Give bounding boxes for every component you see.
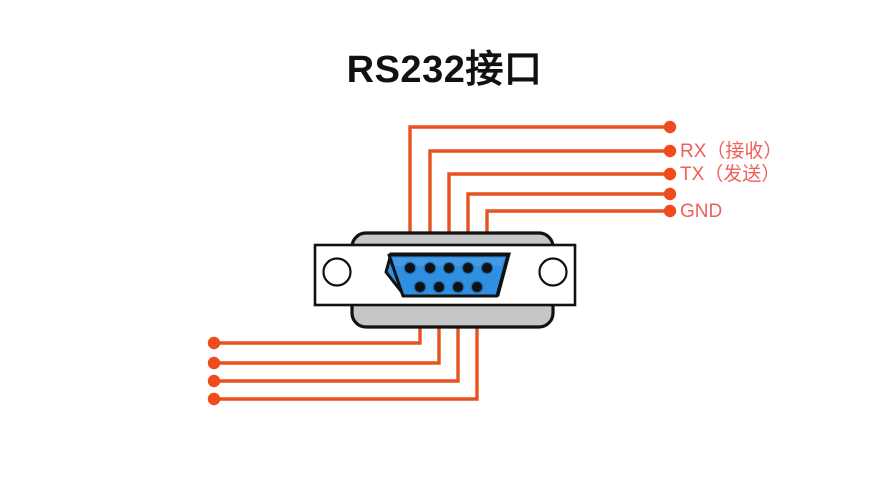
top-pin-2 [424,262,436,274]
mounting-hole-right [538,257,568,287]
endpoint-dot-right-2 [663,144,677,158]
endpoint-dot-left-4 [207,392,221,406]
bottom-pin-row [413,280,484,294]
bottom-pin-2 [433,281,445,293]
left-endpoint-dot-group [207,336,221,406]
endpoint-dot-right-4 [663,187,677,201]
page-title: RS232接口 [346,49,543,91]
endpoint-dot-left-1 [207,336,221,350]
mounting-hole-left [322,257,352,287]
top-pin-5 [481,262,493,274]
bottom-pin-4 [471,281,483,293]
endpoint-dot-right-1 [663,120,677,134]
top-pin-row [403,261,494,275]
bottom-pin-1 [414,281,426,293]
top-pin-3 [443,262,455,274]
signal-label-2: RX（接收） [680,141,783,162]
signal-label-5: GND [680,201,723,222]
signal-label-3: TX（发送） [680,164,781,185]
endpoint-dot-left-2 [207,356,221,370]
wire-top-1 [408,125,670,268]
top-pin-4 [462,262,474,274]
right-endpoint-dot-group [663,120,677,218]
endpoint-dot-left-3 [207,374,221,388]
wire-top-2 [428,149,670,268]
bottom-pin-3 [452,281,464,293]
top-pin-1 [404,262,416,274]
endpoint-dot-right-5 [663,204,677,218]
endpoint-dot-right-3 [663,167,677,181]
